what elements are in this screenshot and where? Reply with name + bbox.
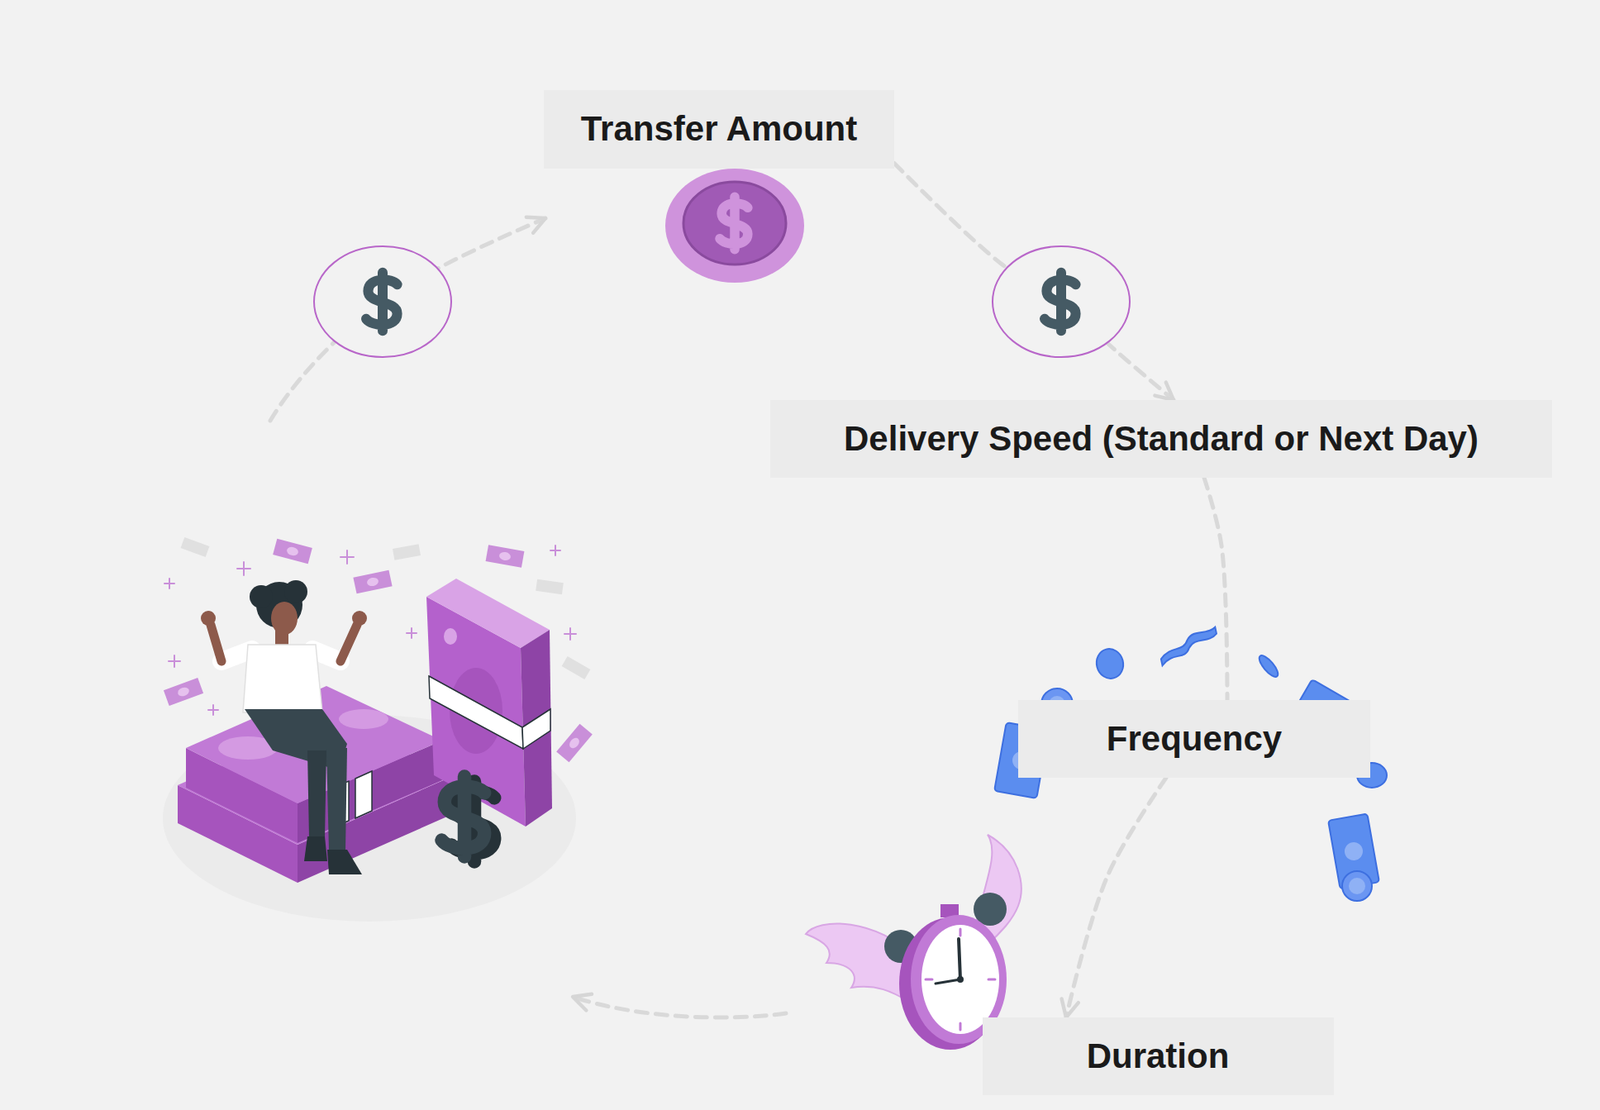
money-stack — [443, 628, 458, 645]
sparkle — [237, 561, 251, 576]
sparkle — [550, 545, 561, 556]
dollar-circle — [992, 246, 1130, 358]
coin-icon — [665, 168, 805, 283]
woman-figure — [340, 624, 358, 662]
dashed-connector — [894, 163, 1174, 401]
sparkle — [564, 628, 577, 640]
dashed-connector — [1204, 477, 1228, 700]
floating-bill — [556, 723, 593, 763]
woman-figure — [284, 580, 308, 604]
clock-illustration — [958, 938, 961, 980]
woman-figure — [352, 610, 367, 626]
floating-bill — [392, 543, 421, 560]
woman-figure — [271, 601, 298, 635]
floating-bill — [180, 537, 210, 558]
money-illustration — [162, 537, 593, 922]
money-arc — [1342, 871, 1372, 901]
woman-figure — [210, 624, 222, 662]
floating-bill — [176, 685, 191, 698]
floating-bill — [498, 551, 512, 562]
money-arc — [1342, 871, 1372, 901]
woman-figure — [200, 610, 216, 626]
floating-bill — [352, 570, 392, 595]
label-box: Duration — [982, 1017, 1334, 1096]
coin-icon — [665, 168, 805, 283]
woman-figure — [200, 580, 367, 875]
money-stack — [426, 578, 550, 648]
woman-figure — [242, 644, 323, 713]
clock-illustration — [925, 928, 996, 1030]
floating-bill — [392, 543, 421, 560]
money-stack — [338, 709, 389, 729]
label-box: Delivery Speed (Standard or Next Day) — [770, 400, 1553, 478]
floating-bill — [485, 544, 525, 567]
money-stack — [520, 629, 553, 827]
dollar-circle — [992, 246, 1130, 358]
node-label: Duration — [1086, 1036, 1230, 1077]
sparkle — [208, 704, 219, 715]
clock-illustration — [935, 979, 961, 984]
floating-bill — [561, 656, 591, 680]
clock-illustration — [957, 976, 964, 983]
floating-bill — [272, 538, 313, 565]
floating-bill — [567, 735, 582, 750]
money-arc — [1093, 645, 1127, 681]
clock-illustration — [925, 928, 996, 1030]
woman-figure — [307, 750, 327, 839]
cycle-arrow — [270, 218, 546, 421]
dollar-sign — [442, 776, 486, 858]
money-arc — [994, 627, 1387, 901]
money-arc — [1256, 652, 1281, 680]
node-label: Transfer Amount — [580, 109, 858, 149]
money-stack — [355, 771, 372, 819]
floating-bill — [485, 544, 525, 567]
coin-icon — [683, 181, 786, 265]
dashed-connector — [1066, 777, 1167, 1018]
node-label: Frequency — [1106, 719, 1282, 759]
sparkle — [168, 655, 181, 667]
floating-bill — [352, 570, 392, 595]
dollar-circle — [314, 246, 452, 358]
woman-figure — [304, 836, 328, 862]
dollar-circle — [314, 246, 452, 358]
money-arc — [1157, 627, 1221, 666]
sparkle — [406, 628, 417, 639]
money-arc — [1256, 652, 1281, 680]
money-stack — [177, 685, 455, 883]
dollar-circle — [366, 272, 398, 331]
money-arc — [1157, 627, 1221, 666]
floating-bill — [163, 677, 204, 706]
money-arc — [1342, 840, 1364, 862]
woman-figure — [327, 849, 362, 875]
floating-bill — [535, 579, 564, 595]
sparkle — [340, 550, 354, 564]
money-arc — [1093, 645, 1127, 681]
money-stack — [522, 709, 551, 749]
label-box: Transfer Amount — [543, 90, 895, 169]
money-stack — [428, 676, 524, 749]
floating-bill — [366, 576, 380, 588]
cycle-arrow — [572, 996, 786, 1018]
dollar-circle — [1044, 272, 1077, 331]
dollar-sign — [442, 776, 496, 862]
label-box: Frequency — [1018, 700, 1371, 778]
sparkle — [164, 578, 175, 589]
money-arc — [1348, 877, 1366, 895]
floating-bill — [561, 656, 591, 680]
floating-bill — [272, 538, 313, 565]
coin-icon — [719, 196, 748, 249]
floating-bill — [285, 545, 300, 557]
node-label: Delivery Speed (Standard or Next Day) — [843, 419, 1479, 459]
woman-figure — [326, 747, 348, 852]
woman-figure — [249, 585, 273, 609]
floating-bill — [163, 677, 204, 706]
floating-bill — [535, 579, 564, 595]
floating-bill — [180, 537, 210, 558]
floating-bill — [556, 723, 593, 763]
